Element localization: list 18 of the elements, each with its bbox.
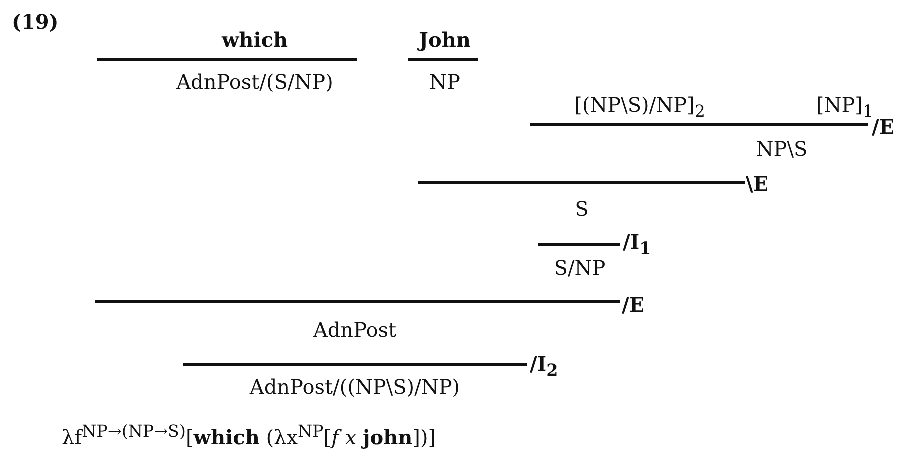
example-number: (19) — [12, 10, 59, 34]
category-label: AdnPost/(S/NP) — [176, 70, 334, 94]
hypothesis-label: [NP]$_{1}$ — [816, 93, 874, 121]
rule-label: \E — [746, 172, 769, 196]
rule-label: /E — [872, 115, 895, 139]
hypothesis-label: [(NP\S)/NP]$_{2}$ — [574, 93, 706, 123]
category-label: NP\S — [756, 137, 808, 161]
category-label: AdnPost/((NP\S)/NP) — [250, 375, 460, 399]
rule-label: /I$_{2}$ — [530, 352, 558, 382]
word: which — [222, 28, 288, 52]
rule-label: /E — [622, 293, 645, 317]
word: John — [419, 28, 471, 52]
category-label: AdnPost — [313, 318, 397, 342]
category-label: S — [575, 197, 589, 221]
category-label: S/NP — [554, 256, 606, 280]
rule-label: /I$_{1}$ — [623, 230, 652, 260]
formula: λf$^{NP→(NP→S)}$[which (λx$^{NP}$[f x john])] — [62, 421, 436, 450]
category-label: NP — [430, 70, 460, 94]
